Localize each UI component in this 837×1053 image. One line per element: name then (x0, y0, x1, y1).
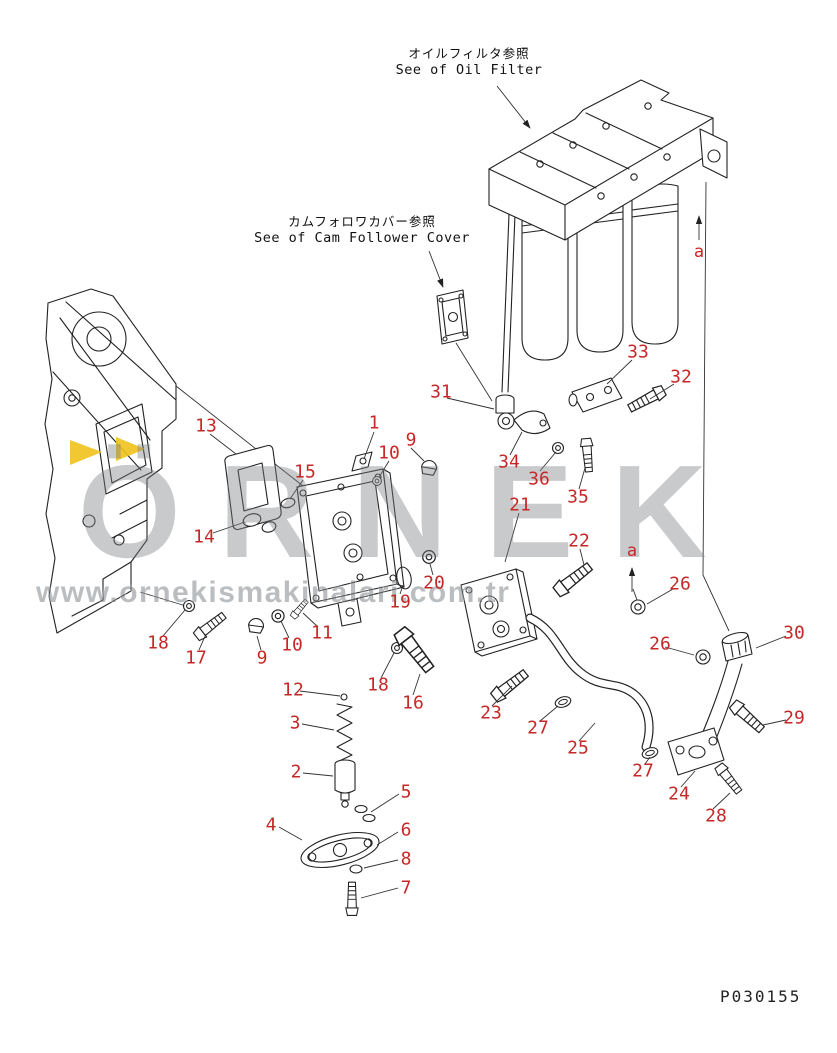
relief-valve-parts (334, 693, 376, 823)
bolt-22 (551, 559, 596, 599)
annotation-arrows (428, 85, 703, 592)
bolt-32 (625, 383, 668, 416)
washer-18a (182, 599, 196, 613)
annotation-oil-filter-en: See of Oil Filter (395, 62, 543, 79)
cam-cover-plate (436, 289, 469, 345)
gasket-19 (396, 566, 412, 590)
fitting-30 (721, 631, 753, 662)
washer-10b (271, 609, 285, 623)
washer-36 (551, 441, 565, 455)
cover-plate-13 (224, 444, 282, 531)
bolt-29 (727, 697, 768, 736)
bolt-35 (579, 437, 596, 473)
engine-block (44, 288, 177, 634)
bolt-17 (191, 609, 229, 643)
valve-body (296, 451, 405, 627)
clamp-34 (513, 410, 551, 435)
bolt-28 (713, 761, 745, 797)
bolt-23 (488, 666, 531, 705)
plug-9b (247, 616, 266, 635)
oil-pipe-25 (525, 613, 654, 752)
oil-filter-assembly (488, 79, 728, 393)
washer-8 (349, 864, 363, 874)
plug-9a (419, 458, 439, 477)
washer-20 (422, 550, 436, 564)
washer-10a (372, 476, 382, 486)
part-code: P030155 (720, 987, 802, 1006)
valve-cover-plate (300, 831, 380, 869)
construction-lines (139, 181, 730, 632)
annotation-oil-filter: オイルフィルタ参照 See of Oil Filter (338, 46, 600, 80)
annotation-cam-follower-en: See of Cam Follower Cover (254, 230, 470, 247)
port-block-21 (460, 568, 538, 657)
seals-14-15 (242, 497, 296, 533)
annotation-cam-follower-jp: カムフォロワカバー参照 (288, 214, 436, 229)
banjo-fitting-31 (495, 394, 515, 430)
elbow-joint-24 (667, 660, 743, 776)
bracket-33 (568, 377, 623, 413)
leader-lines (162, 359, 787, 899)
annotation-oil-filter-jp: オイルフィルタ参照 (408, 46, 530, 61)
bolt-7 (345, 881, 359, 916)
rings-26 (630, 599, 711, 665)
annotation-cam-follower: カムフォロワカバー参照 See of Cam Follower Cover (228, 214, 496, 248)
